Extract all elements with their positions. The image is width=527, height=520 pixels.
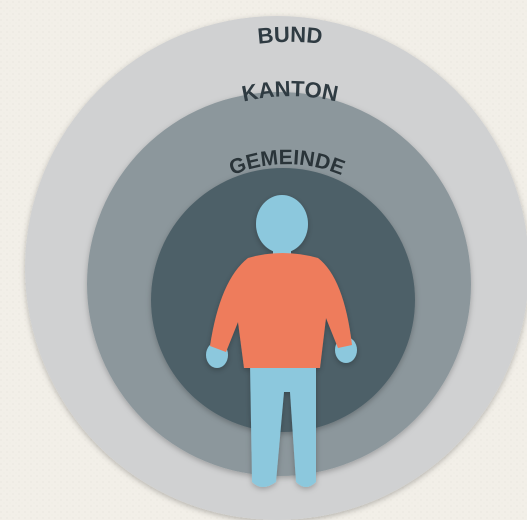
person-icon bbox=[206, 195, 357, 487]
